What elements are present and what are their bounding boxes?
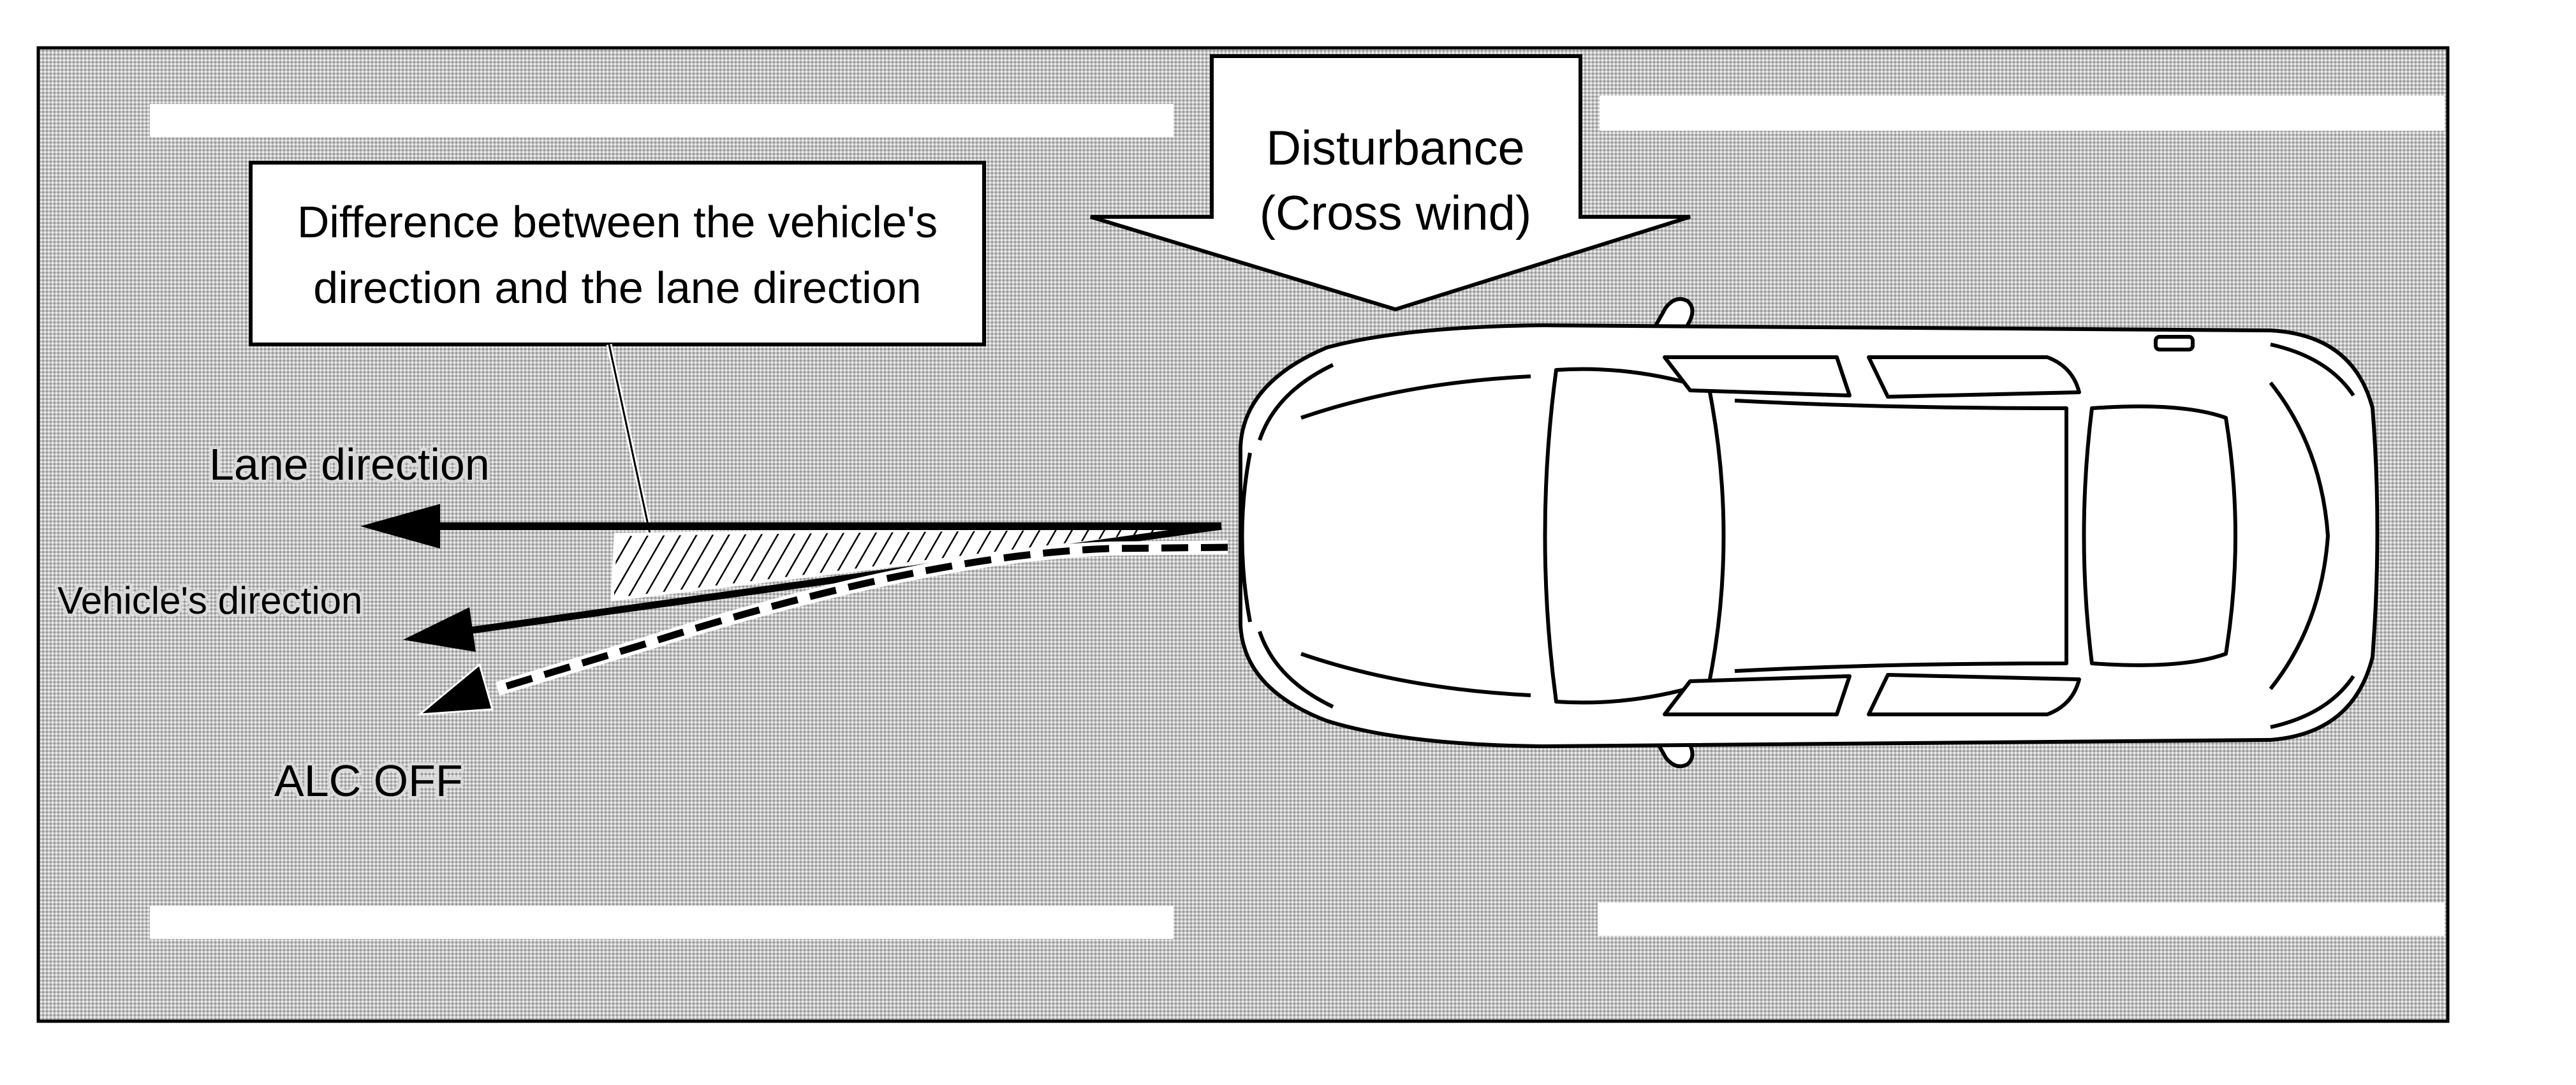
lane-direction-label: Lane direction [209, 439, 490, 489]
lane-direction-arrowhead [360, 504, 440, 549]
vehicle-direction-label: Vehicle's direction [57, 579, 362, 622]
alc-off-label: ALC OFF [274, 756, 463, 806]
headlight-right [1258, 631, 1334, 709]
headlight-left [1258, 363, 1334, 441]
lane-marking-bottom-right [1598, 903, 2445, 936]
antenna [2154, 335, 2195, 351]
lane-marking-bottom-left [150, 906, 1174, 939]
side-window-top-rear [1867, 355, 2081, 399]
rear-window [2082, 404, 2237, 667]
hood-line-left [1300, 374, 1531, 420]
windshield [1543, 367, 1726, 705]
disturbance-arrow [1090, 54, 1691, 312]
difference-line2: direction and the lane direction [313, 263, 921, 313]
side-window-top-front [1663, 355, 1851, 397]
side-window-bottom-front [1663, 674, 1851, 716]
roof [1734, 399, 2068, 673]
tail-right [2270, 675, 2355, 729]
difference-hatch-outline [610, 524, 1219, 602]
alc-off-path [496, 543, 1228, 693]
lane-marking-top-left [150, 104, 1174, 137]
vehicle-top-view [1239, 297, 2380, 769]
front-grille [1240, 452, 1252, 623]
trunk-line [2269, 381, 2330, 690]
difference-callout-box [249, 161, 986, 346]
difference-line1: Difference between the vehicle's [297, 197, 938, 247]
vehicle-direction-arrowhead [403, 607, 476, 652]
lane-marking-top-right [1600, 96, 2445, 131]
tail-left [2270, 343, 2355, 397]
hood-line-right [1300, 652, 1531, 697]
side-window-bottom-rear [1867, 673, 2081, 716]
alc-off-arrowhead [416, 663, 494, 716]
disturbance-title: Disturbance [1266, 121, 1525, 175]
callout-leader-core [608, 344, 653, 543]
disturbance-subtitle: (Cross wind) [1260, 186, 1532, 240]
